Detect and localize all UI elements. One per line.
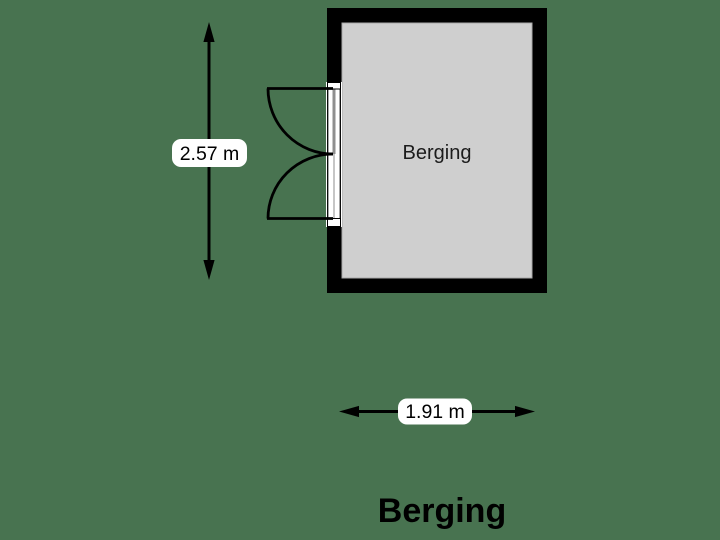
dimension-horizontal-label-bg	[398, 398, 472, 425]
arrow-up-icon	[203, 22, 215, 42]
dimension-vertical-label-bg	[172, 139, 247, 167]
dimension-horizontal-label: 1.91 m	[405, 401, 465, 423]
arrow-down-icon	[203, 260, 215, 280]
double-door	[266, 82, 342, 227]
door-frame-cap-bottom	[327, 218, 341, 227]
dimension-horizontal: 1.91 m	[339, 398, 535, 425]
door-swing-arc-top	[266, 88, 334, 156]
dimension-vertical-label: 2.57 m	[180, 143, 240, 165]
room-floor	[341, 22, 533, 279]
room-label: Berging	[403, 142, 472, 164]
arrow-right-icon	[515, 405, 535, 418]
plan-title: Berging	[378, 492, 506, 530]
door-panel-bottom	[333, 154, 335, 218]
room-berging: Berging	[266, 8, 547, 293]
door-swing-arc-bottom	[266, 152, 334, 219]
arrow-left-icon	[339, 405, 359, 418]
dimension-vertical: 2.57 m	[172, 22, 247, 280]
door-frame-cap-top	[327, 82, 341, 90]
door-panel-top	[332, 89, 336, 154]
